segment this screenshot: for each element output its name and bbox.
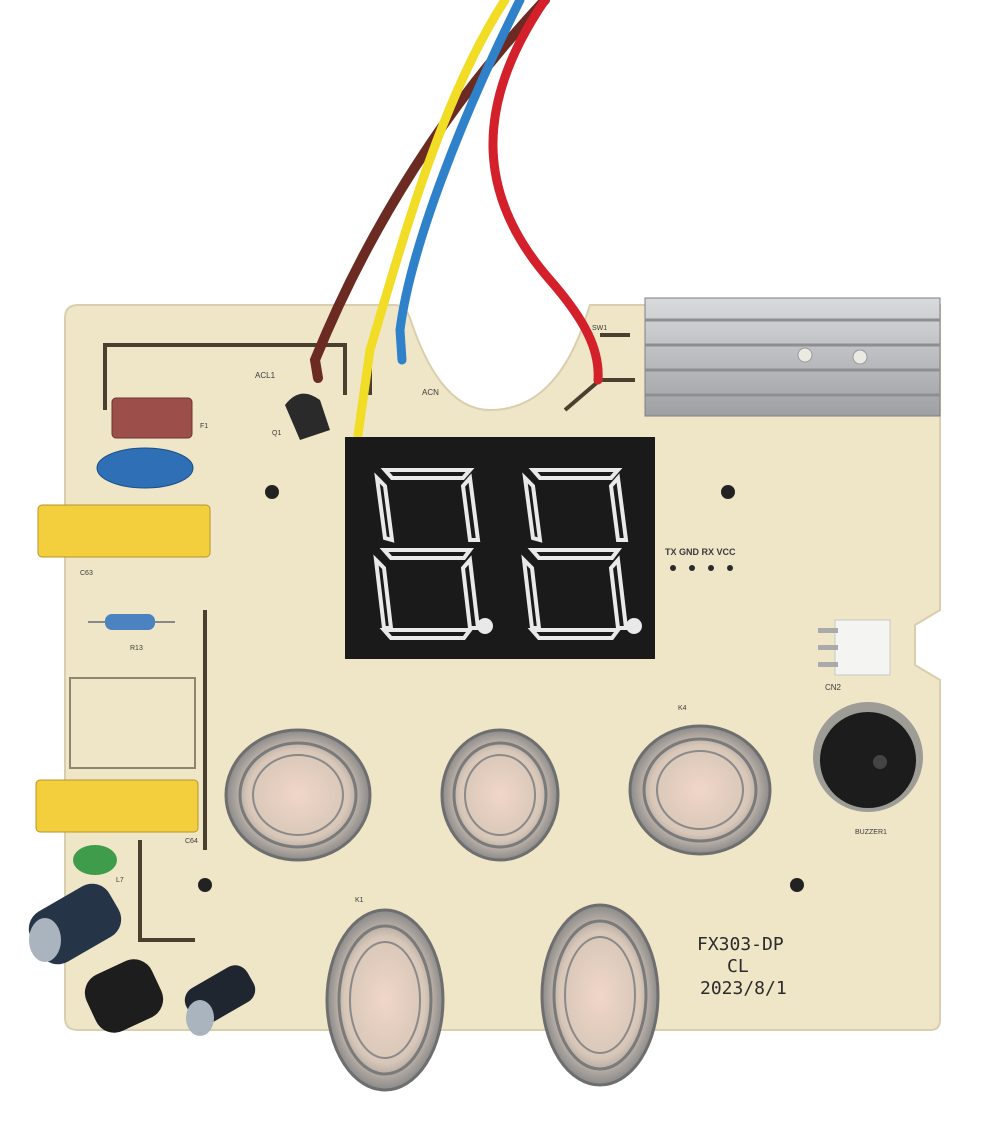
spring-key-1[interactable]	[224, 728, 372, 862]
relay-outline	[69, 677, 196, 769]
spring-key-5[interactable]	[540, 903, 660, 1087]
header-pins	[670, 565, 733, 571]
wire-red	[488, 0, 603, 385]
electrolytic-capacitor-2	[184, 965, 256, 1036]
wire-brown	[309, 0, 550, 383]
spring-key-4[interactable]	[325, 908, 445, 1092]
wire-yellow	[353, 0, 510, 440]
wire-blue	[395, 0, 525, 365]
inductor-l7	[73, 845, 117, 875]
label-k4: K4	[678, 705, 687, 712]
wire-bundle	[309, 0, 603, 440]
resistor-r13	[88, 614, 175, 630]
electrolytic-capacitor-1	[28, 883, 122, 965]
x-capacitor-c64	[35, 779, 199, 833]
display-digit-2	[521, 468, 642, 640]
heatsink	[644, 297, 941, 417]
mounting-holes	[198, 485, 804, 892]
label-cn2: CN2	[825, 683, 842, 692]
board-model: FX303-DP	[697, 934, 784, 955]
spring-key-3[interactable]	[628, 724, 772, 856]
blue-disc-capacitor	[96, 447, 194, 489]
label-l7: L7	[116, 877, 124, 884]
label-r13: R13	[130, 645, 143, 652]
board-revision: CL	[727, 956, 749, 977]
spring-key-2[interactable]	[440, 728, 560, 862]
fuse-f1	[111, 397, 193, 439]
buzzer	[813, 702, 923, 812]
copper-traces	[103, 333, 635, 942]
transistor-q1	[285, 393, 330, 440]
label-acn: ACN	[422, 388, 439, 397]
label-buzzer: BUZZER1	[855, 829, 887, 836]
seven-segment-display	[345, 437, 655, 659]
choke-black	[84, 959, 164, 1033]
x-capacitor-c63	[37, 504, 211, 558]
board-date: 2023/8/1	[700, 978, 787, 999]
label-k1: K1	[355, 897, 364, 904]
label-c63: C63	[80, 570, 93, 577]
header-pin-labels: TX GND RX VCC	[665, 547, 736, 557]
label-acl1: ACL1	[255, 371, 276, 380]
display-digit-1	[373, 468, 493, 640]
label-f1: F1	[200, 423, 208, 430]
connector-cn2	[818, 619, 891, 676]
label-q1: Q1	[272, 430, 281, 437]
label-sw1: SW1	[592, 325, 607, 332]
label-c64: C64	[185, 838, 198, 845]
